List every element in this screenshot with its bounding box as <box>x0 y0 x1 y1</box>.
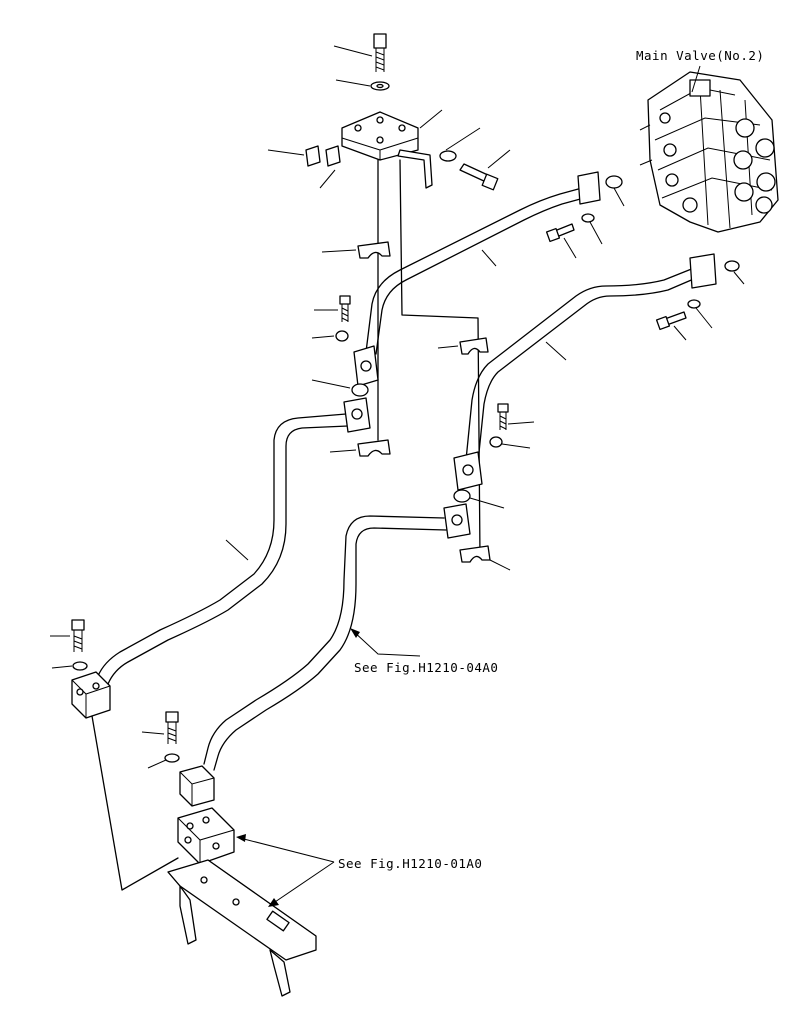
see-fig-lower-label: See Fig.H1210-01A0 <box>338 856 482 871</box>
main-valve-label: Main Valve(No.2) <box>636 48 764 63</box>
pipe-clamp-3 <box>357 439 391 457</box>
main-valve-assembly <box>639 71 779 233</box>
lower-block <box>164 711 215 807</box>
bottom-manifold <box>177 807 235 865</box>
bolt-mid-right <box>453 403 509 503</box>
pipe-c <box>97 397 371 685</box>
bottom-bracket <box>167 859 317 997</box>
bolt-mid-left <box>335 295 369 397</box>
pipe-clamp-1 <box>357 241 391 259</box>
see-fig-upper-label: See Fig.H1210-04A0 <box>354 660 498 675</box>
left-block <box>71 619 111 719</box>
pipe-d <box>203 503 471 771</box>
pipe-clamp-2 <box>459 337 489 355</box>
pipe-clamp-4 <box>459 545 491 563</box>
top-bracket <box>305 33 499 559</box>
pipe-b <box>453 253 717 491</box>
pipe-a <box>353 171 601 387</box>
